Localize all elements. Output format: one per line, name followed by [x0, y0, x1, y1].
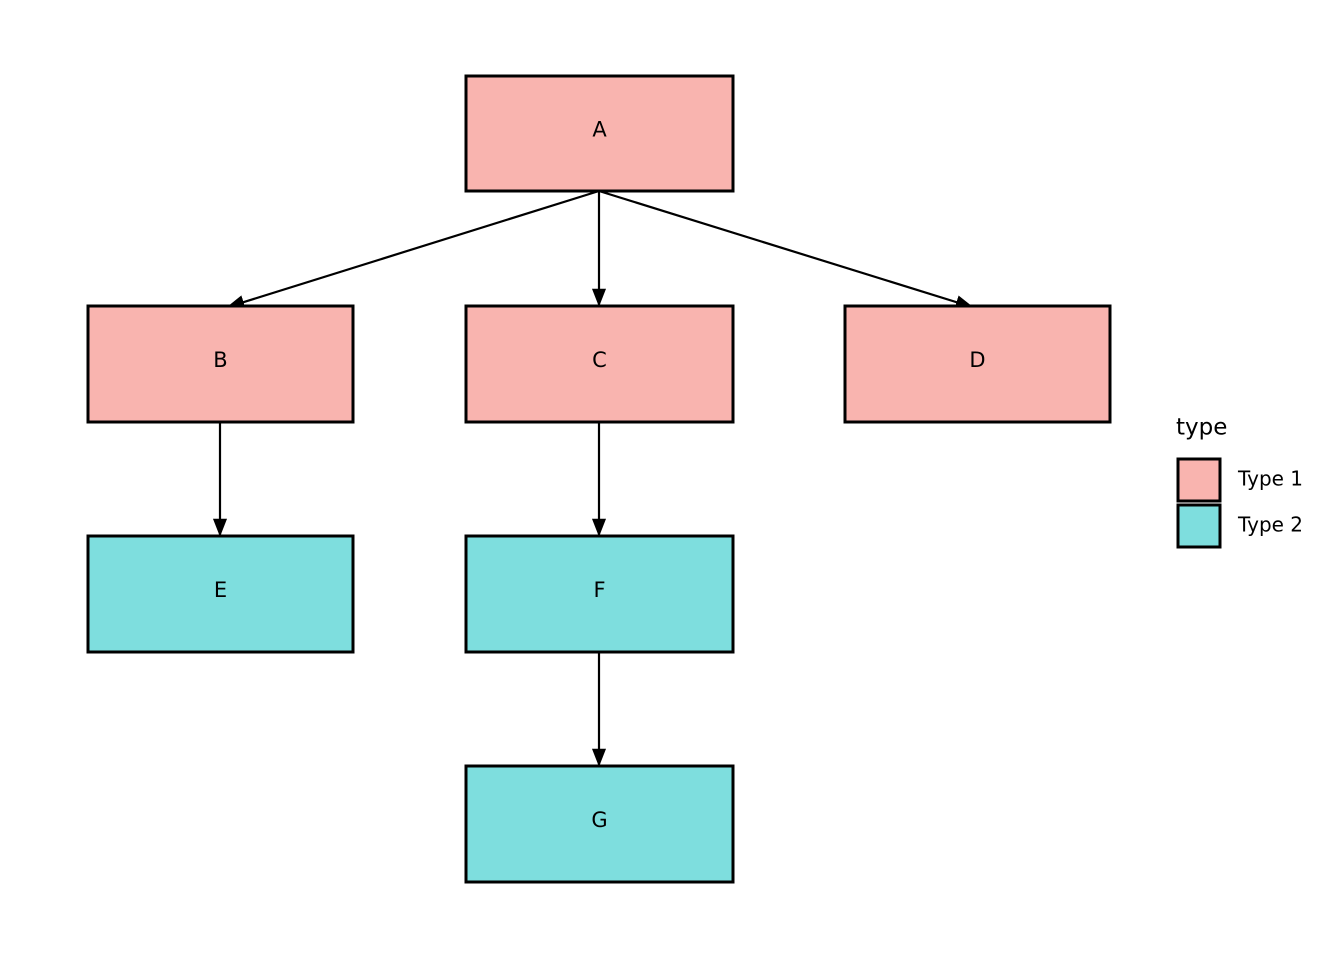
node-a[interactable]: A [464, 74, 735, 193]
node-f[interactable]: F [464, 534, 735, 654]
node-b-box[interactable] [86, 304, 355, 424]
node-c[interactable]: C [464, 304, 735, 424]
node-c-label: C [592, 348, 607, 372]
node-e-box[interactable] [86, 534, 355, 654]
node-g-box[interactable] [464, 764, 735, 884]
legend-swatch-1 [1176, 457, 1222, 503]
legend-swatch-2 [1176, 503, 1222, 549]
nodes-layer: A B C D E F G [86, 74, 1112, 884]
node-f-label: F [593, 578, 605, 602]
node-e[interactable]: E [86, 534, 355, 654]
edge-a-to-b [226, 189, 600, 309]
node-c-box[interactable] [464, 304, 735, 424]
legend-item-type-2[interactable]: Type 2 [1176, 503, 1303, 549]
node-g-label: G [591, 808, 607, 832]
edges-layer [212, 189, 974, 767]
legend-title: type [1176, 415, 1227, 441]
node-d-label: D [969, 348, 985, 372]
node-a-label: A [592, 118, 607, 142]
legend-label-2: Type 2 [1237, 513, 1303, 537]
node-d-box[interactable] [843, 304, 1112, 424]
node-b-label: B [213, 348, 227, 372]
node-f-box[interactable] [464, 534, 735, 654]
edge-a-to-d [598, 189, 974, 309]
node-g[interactable]: G [464, 764, 735, 884]
node-e-label: E [214, 578, 227, 602]
legend-label-1: Type 1 [1237, 467, 1303, 491]
legend-item-type-1[interactable]: Type 1 [1176, 457, 1303, 503]
node-b[interactable]: B [86, 304, 355, 424]
node-d[interactable]: D [843, 304, 1112, 424]
node-a-box[interactable] [464, 74, 735, 193]
